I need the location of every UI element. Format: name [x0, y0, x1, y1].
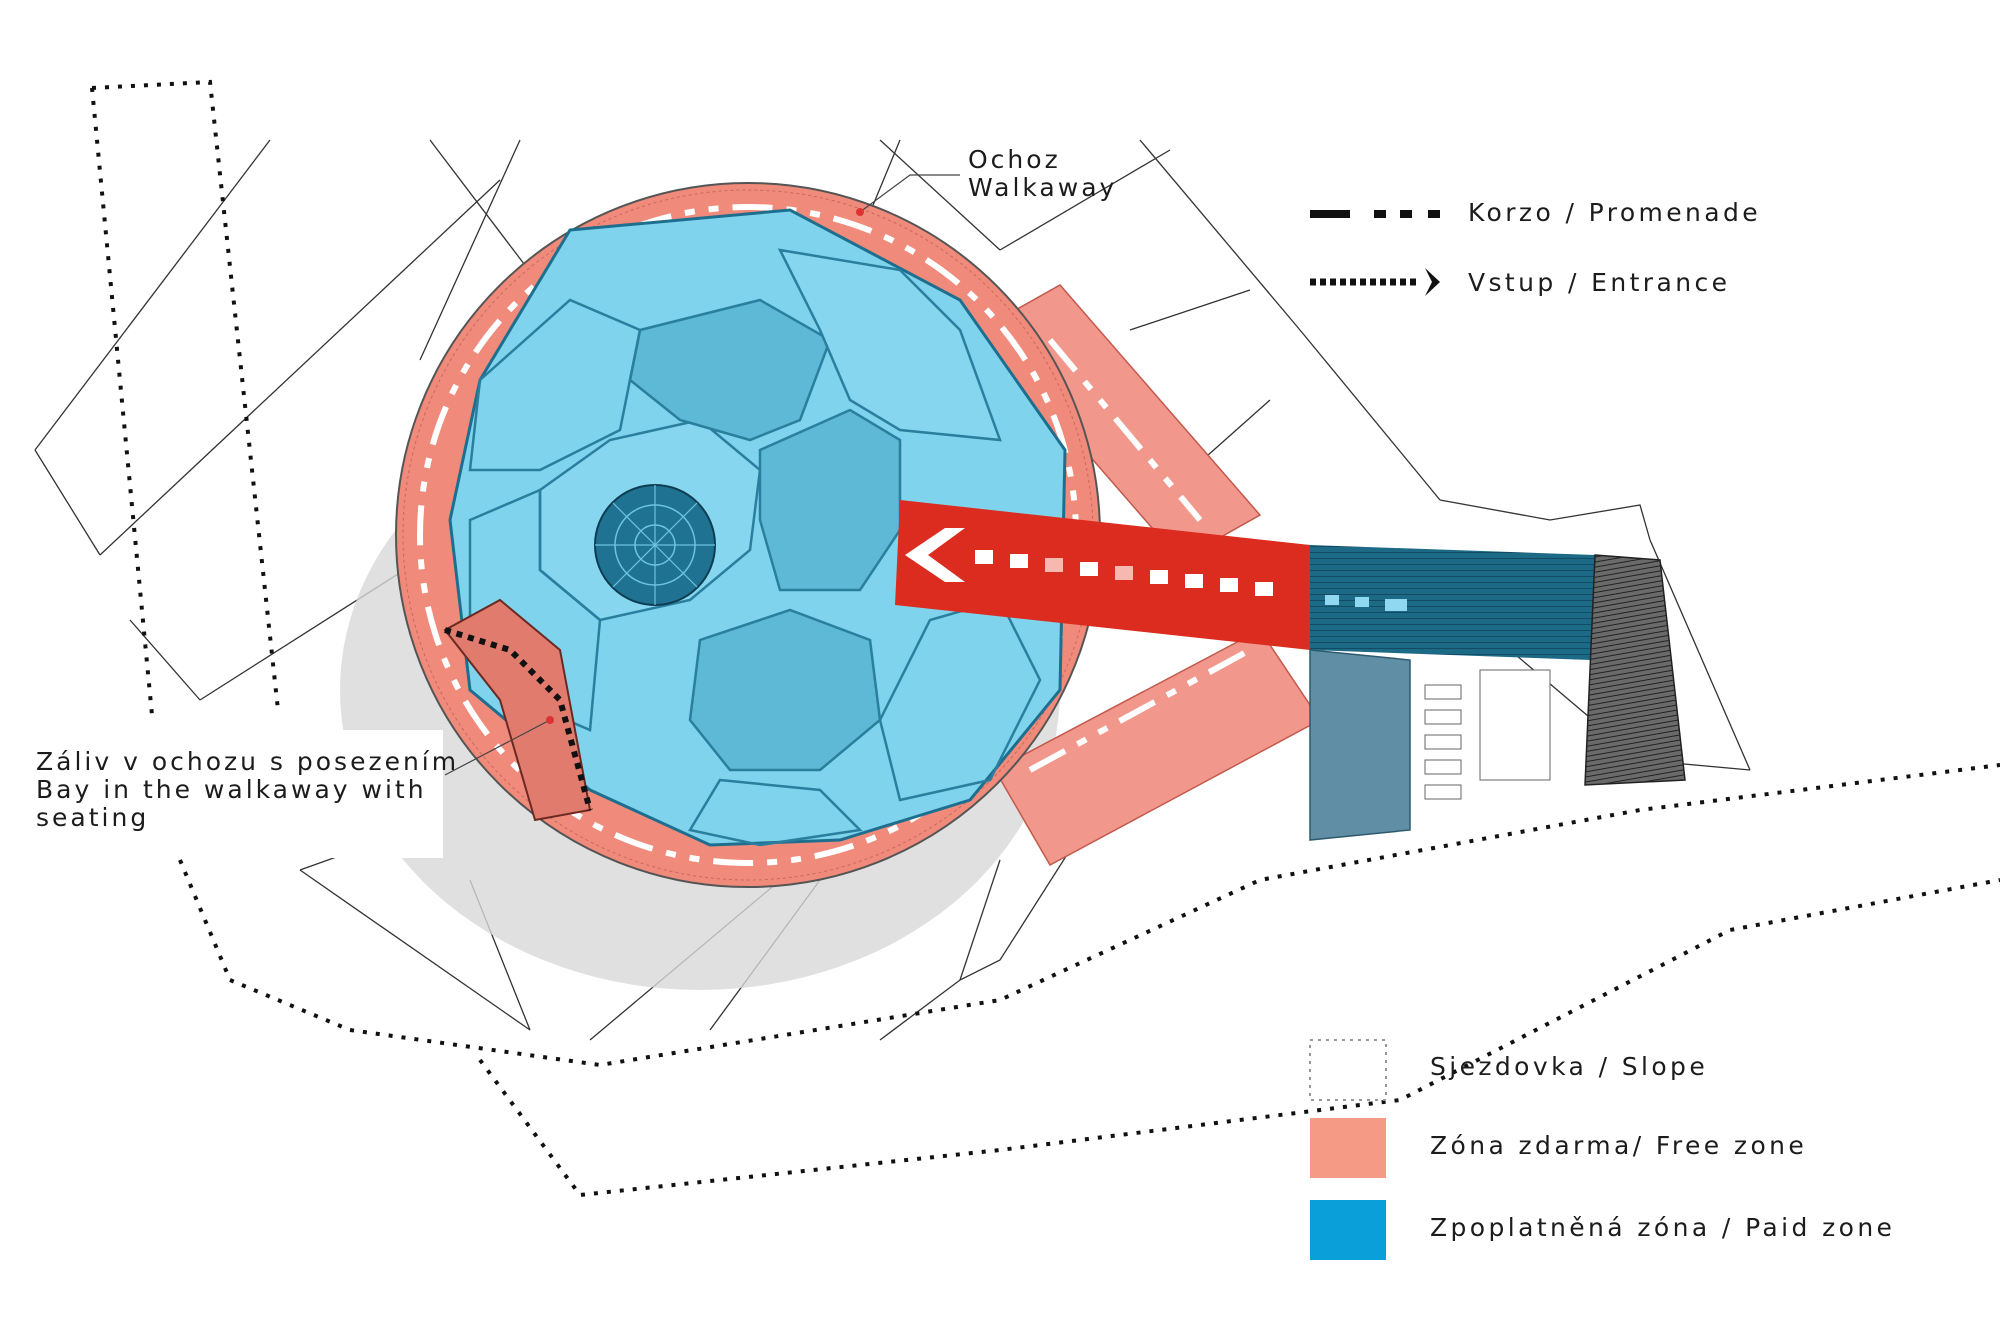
bay-marker [546, 716, 554, 724]
legend-paid-zone-label: Zpoplatněná zóna / Paid zone [1430, 1213, 1896, 1242]
slope-boundary-left [91, 79, 280, 711]
paid-zone-building [1310, 545, 1595, 660]
annex-windows [1424, 684, 1462, 800]
walkaway-label-cz: Ochoz [968, 145, 1061, 174]
walkaway-marker [856, 208, 864, 216]
promenade-ramp-lower [1028, 647, 1252, 773]
slope-boundary-bottom [178, 763, 2000, 1068]
paid-zone-annex [1309, 649, 1411, 841]
seating-bay-boundary [444, 627, 593, 811]
entrance-bridge [895, 500, 1310, 650]
legend-slope-symbol [1309, 1039, 1387, 1101]
bay-label-box [28, 730, 443, 858]
slope-boundary-left-2 [90, 87, 154, 716]
legend-entrance-label: Vstup / Entrance [1468, 268, 1731, 297]
legend-slope-label: Sjezdovka / Slope [1430, 1052, 1709, 1081]
promenade-ramp-upper [1047, 338, 1203, 522]
legend-free-zone-label: Zóna zdarma/ Free zone [1430, 1131, 1808, 1160]
bridge-arrow [905, 528, 965, 582]
paid-zone-dashes [1325, 595, 1407, 611]
walkaway-label-en: Walkaway [968, 173, 1118, 202]
bay-label-cz: Záliv v ochozu s posezením [36, 747, 460, 776]
legend-free-zone-swatch [1310, 1118, 1386, 1178]
bay-label-en: Bay in the walkaway with [36, 775, 427, 804]
bridge-promenade-dashes [975, 550, 1273, 596]
walkaway-leader [859, 174, 960, 213]
legend-promenade-label: Korzo / Promenade [1468, 198, 1762, 227]
bay-label-en-2: seating [36, 803, 150, 832]
legend-paid-zone-swatch [1310, 1200, 1386, 1260]
annex-white-room [1479, 669, 1551, 781]
dome-facets [468, 248, 1042, 847]
legend-promenade-symbol [1310, 210, 1440, 218]
bay-leader [444, 719, 551, 776]
legend-entrance-symbol [1310, 268, 1440, 296]
dark-hatched-volume [1584, 554, 1686, 786]
